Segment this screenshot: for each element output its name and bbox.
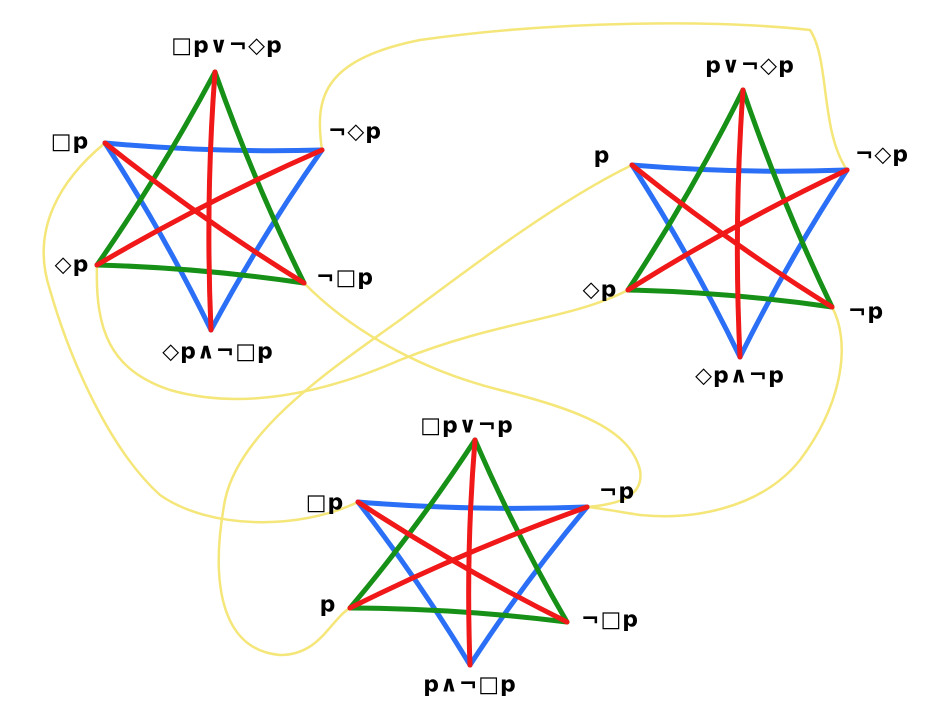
blue-edge — [102, 140, 214, 333]
vertex-label-lower-right: ¬□p — [581, 607, 639, 633]
link-curve — [95, 263, 630, 401]
yellow-links — [42, 22, 849, 657]
vertex-label-lower-right: ¬□p — [316, 265, 374, 291]
link-curve — [302, 281, 642, 509]
blue-edge — [629, 162, 743, 360]
blue-edge — [737, 167, 850, 360]
vertex-label-upper-right: ¬◇p — [854, 142, 910, 168]
red-diagonal — [102, 140, 307, 286]
link-curve — [585, 305, 843, 518]
red-diagonal — [94, 147, 325, 268]
star-2 — [625, 87, 850, 360]
red-diagonal — [355, 499, 570, 625]
blue-edge — [355, 499, 473, 668]
blue-edge — [467, 504, 590, 668]
green-edge — [625, 87, 746, 293]
vertex-label-top: □p∨¬◇p — [171, 33, 283, 59]
vertex-label-upper-left: □p — [50, 129, 90, 155]
vertex-label-bottom: ◇p∧¬□p — [162, 339, 274, 365]
link-curve — [318, 22, 849, 172]
blue-edge — [208, 147, 325, 333]
blue-edge — [102, 140, 325, 154]
green-edge — [347, 437, 478, 611]
vertex-label-bottom: ◇p∧¬p — [695, 363, 785, 389]
vertex-label-lower-left: ◇p — [54, 252, 90, 278]
vertex-label-upper-left: p — [593, 143, 611, 169]
vertex-label-upper-right: ¬p — [598, 479, 636, 505]
red-diagonal — [625, 167, 850, 293]
link-curve — [217, 163, 634, 657]
vertex-label-lower-left: p — [319, 592, 337, 618]
vertex-label-lower-right: ¬p — [847, 299, 885, 325]
green-edge — [347, 605, 570, 625]
star-1 — [94, 69, 325, 333]
star-3 — [347, 437, 590, 668]
green-edge — [625, 287, 835, 310]
red-diagonal — [629, 162, 835, 310]
red-diagonal — [347, 504, 590, 611]
green-edge — [94, 69, 218, 268]
vertex-label-bottom: p∧¬□p — [423, 672, 517, 698]
vertex-label-lower-left: ◇p — [582, 277, 618, 303]
green-edge — [94, 262, 307, 286]
vertex-label-top: □p∨¬p — [420, 413, 514, 439]
vertex-label-upper-left: □p — [305, 490, 345, 516]
link-curve — [42, 141, 360, 524]
vertex-label-top: p∨¬◇p — [705, 53, 795, 79]
vertex-label-upper-right: ¬◇p — [327, 119, 383, 145]
